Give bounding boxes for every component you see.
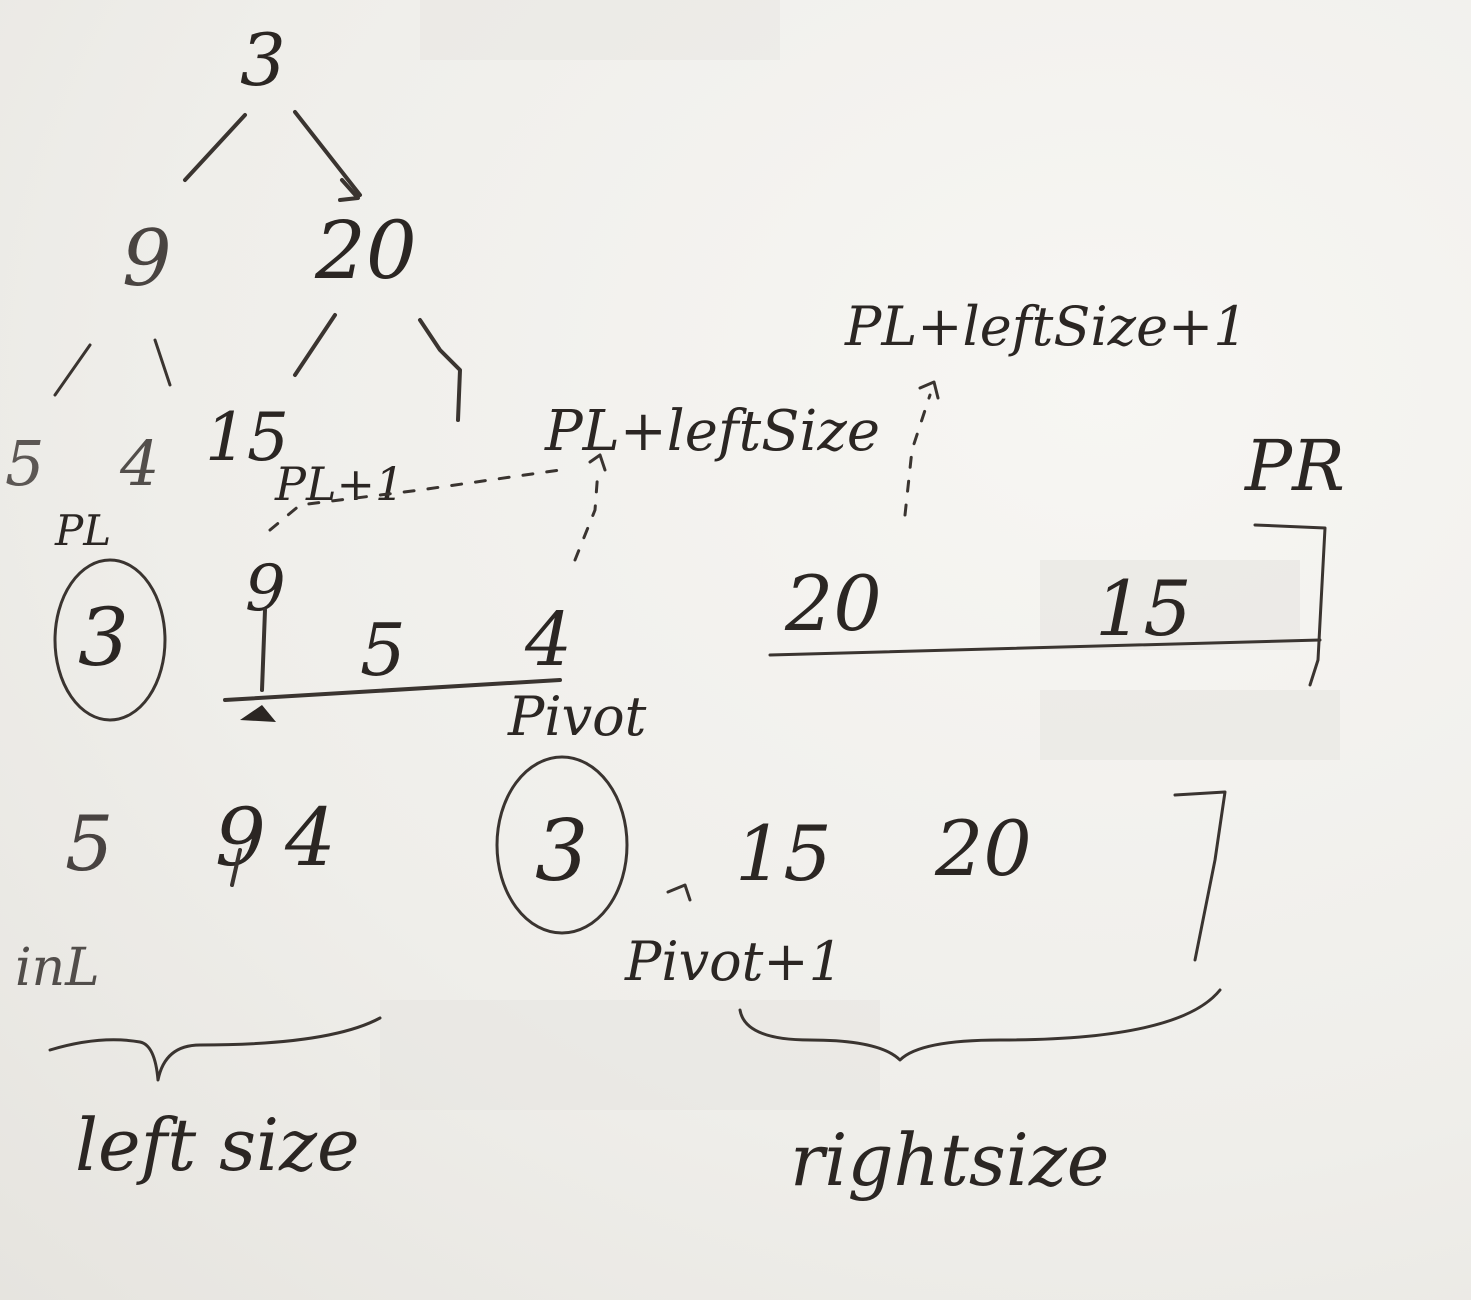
tree-grandchild-4: 4 [119, 427, 159, 500]
annotation-pl-plus-1: PL+1 [274, 457, 404, 511]
inorder-array: 5 9 4 Pivot 3 15 20 inL Pivot+1 [15, 685, 1227, 998]
arrowhead-leftsize [588, 453, 607, 472]
preorder-value-0: 3 [78, 591, 129, 684]
preorder-value-4: 20 [784, 559, 882, 648]
label-pl: PL [54, 506, 111, 555]
label-left-size: left size [75, 1103, 360, 1187]
binary-tree: 3 9 20 5 4 15 [5, 18, 462, 500]
preorder-value-2: 5 [360, 608, 406, 692]
annotation-pl-plus-leftsize: PL+leftSize [544, 399, 880, 464]
size-braces: left size rightsize [48, 988, 1222, 1202]
preorder-value-5: 15 [1095, 564, 1192, 653]
inorder-value-0: 5 [65, 799, 113, 888]
dashed-pointer-leftsize-plus-1 [903, 393, 932, 517]
triangle-marker [240, 705, 276, 722]
bracket-inorder-end [1173, 790, 1227, 962]
tree-left-child: 9 [122, 214, 172, 304]
inorder-value-3: 3 [535, 802, 588, 900]
stem-9 [260, 608, 267, 692]
inorder-value-4: 15 [735, 809, 832, 898]
edge-root-left [183, 113, 247, 182]
brace-left [48, 1016, 382, 1082]
inorder-circled-pivot [495, 755, 629, 935]
label-inl: inL [15, 938, 100, 998]
label-right-size: rightsize [790, 1118, 1109, 1202]
underline-right-preorder [768, 638, 1322, 657]
edge-9-5 [53, 343, 92, 397]
preorder-value-3: 4 [524, 597, 572, 683]
bracket-mark [418, 318, 462, 422]
inorder-value-5: 20 [934, 804, 1032, 893]
label-pr: PR [1243, 425, 1345, 507]
stem-9-inorder [230, 848, 242, 887]
arrowhead-leftsize-plus-1 [918, 380, 940, 400]
tree-right-child: 20 [314, 204, 417, 297]
arrowhead-pivot-plus-1 [666, 883, 692, 902]
background-ghost-marks [380, 0, 1340, 1110]
brace-right [738, 988, 1222, 1062]
inorder-value-1: 9 [215, 791, 266, 884]
dashed-pointer-leftsize [573, 468, 600, 562]
preorder-circled-root [53, 558, 167, 722]
edge-root-right [293, 110, 362, 197]
underline-left-preorder [223, 678, 562, 702]
arrowhead-root-right [338, 178, 360, 202]
edge-9-4 [153, 338, 172, 387]
label-pivot: Pivot [507, 685, 647, 748]
tree-grandchild-15: 15 [205, 399, 289, 476]
tree-root: 3 [240, 18, 286, 102]
bracket-pr [1253, 523, 1327, 687]
dashed-line-pl-plus-1 [268, 468, 562, 532]
preorder-annotations: PL+1 PL+leftSize PL+leftSize+1 [268, 295, 1248, 562]
tree-grandchild-5: 5 [5, 427, 44, 500]
edge-20-15 [293, 313, 337, 377]
annotation-pl-plus-leftsize-plus-1: PL+leftSize+1 [844, 295, 1248, 358]
label-pivot-plus-1: Pivot+1 [624, 930, 843, 993]
inorder-value-2: 4 [284, 791, 336, 884]
preorder-array: PL 3 9 5 4 20 15 PR [53, 425, 1345, 722]
